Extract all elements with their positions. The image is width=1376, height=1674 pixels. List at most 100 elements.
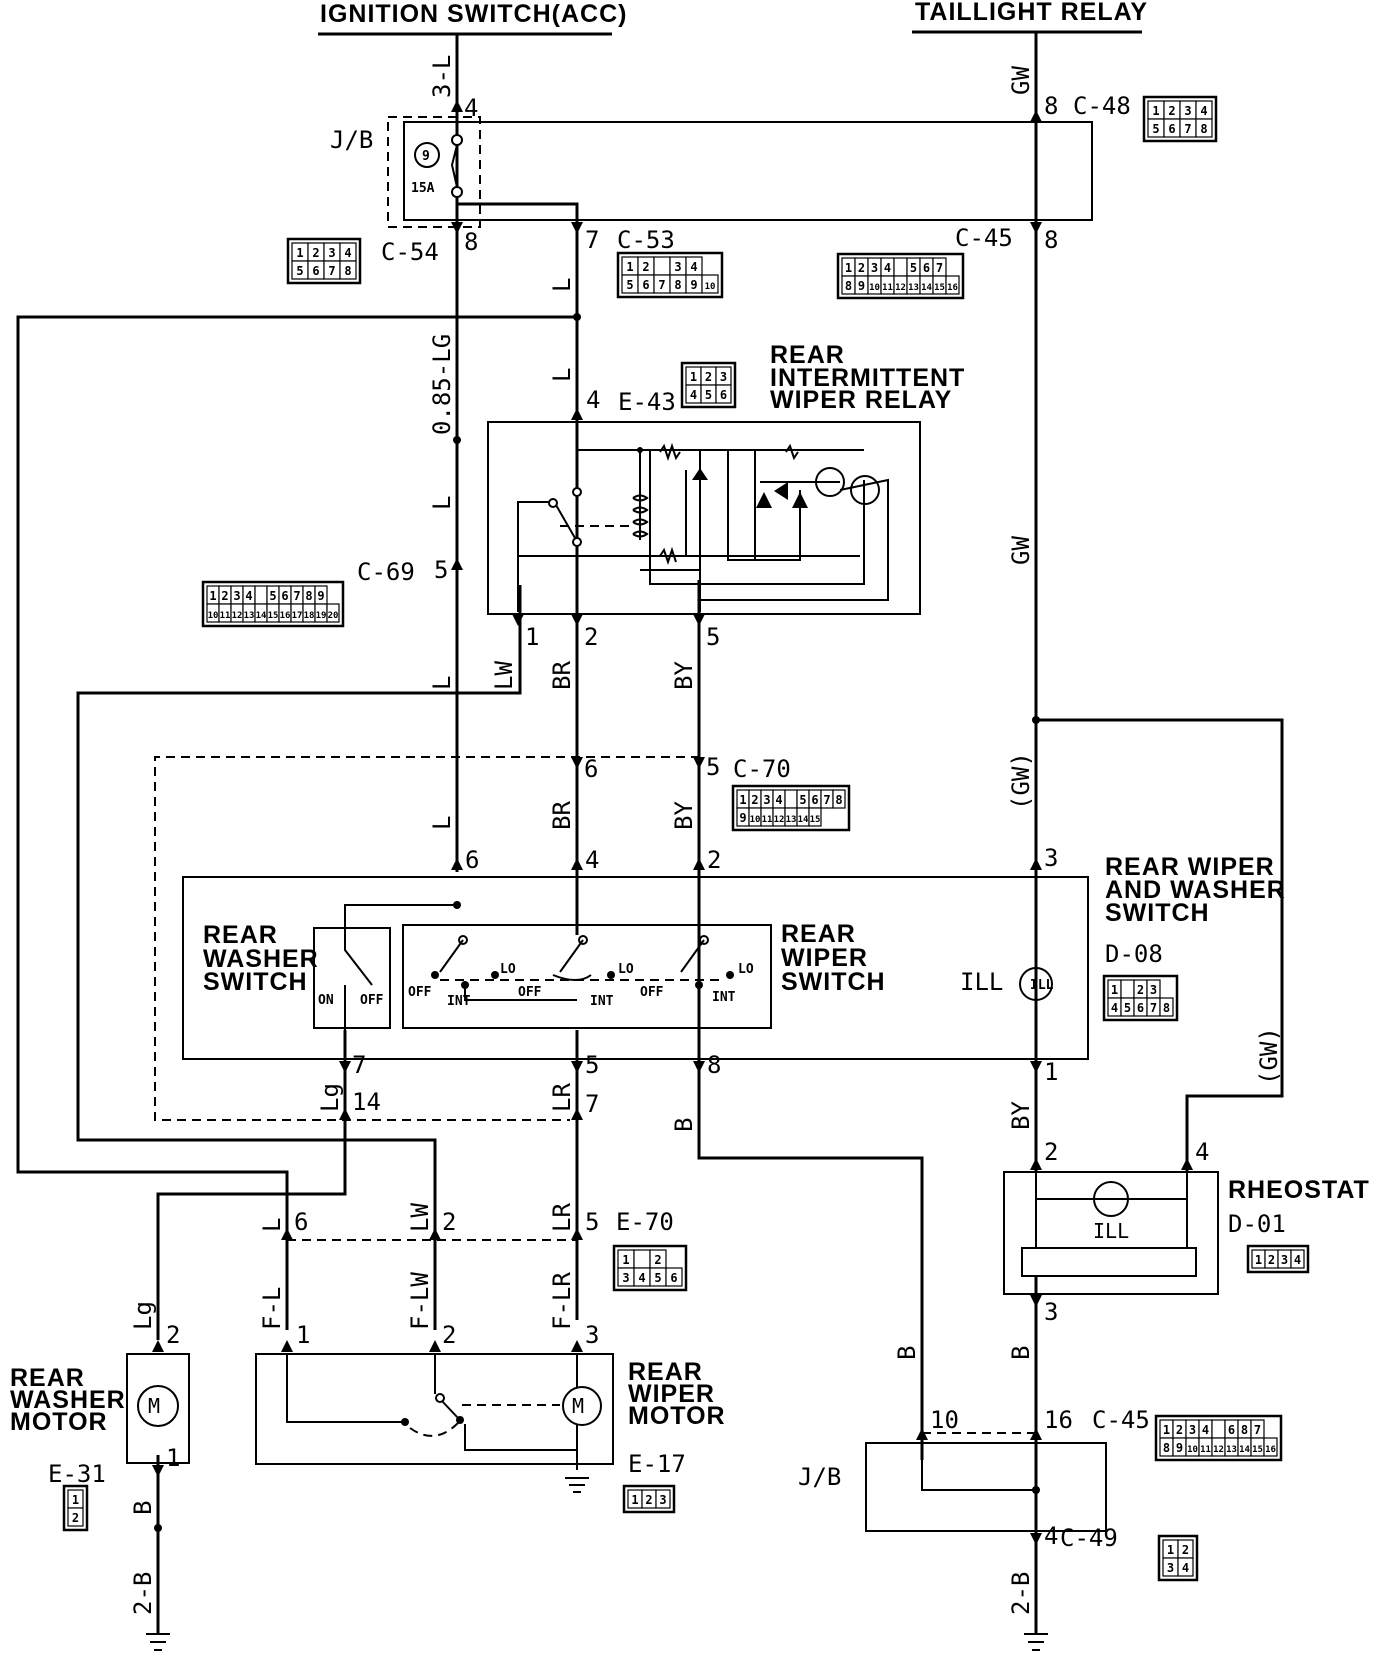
svg-text:MOTOR: MOTOR <box>10 1408 108 1436</box>
fuse-rating: 15A <box>411 181 435 196</box>
connector-e43-pin: 3 <box>720 370 727 384</box>
ill-label: ILL <box>960 968 1003 996</box>
connector-c54-pin: 1 <box>296 246 303 260</box>
connector-c53-pin: 6 <box>642 278 649 292</box>
svg-text:SWITCH: SWITCH <box>781 968 886 996</box>
wire-color-labels: 3-L GW L L 0.85-LG L GW LW BR BY L L BR … <box>129 55 1283 1615</box>
connector-c53-pin: 9 <box>690 278 697 292</box>
svg-text:M: M <box>572 1394 584 1418</box>
connector-c48-pin: 2 <box>1168 104 1175 118</box>
connector-c45-pin: 14 <box>921 283 932 293</box>
connector-c49-pin: 4 <box>1182 1561 1189 1575</box>
connector-e43-pin: 2 <box>705 370 712 384</box>
svg-text:5: 5 <box>706 753 720 781</box>
connector-c69-cell <box>326 603 340 623</box>
connector-c45-pin: 1 <box>845 261 852 275</box>
connector-e17-pin: 1 <box>631 1493 638 1507</box>
connector-c45-pin: 16 <box>947 283 958 293</box>
connector-c69-pin: 7 <box>293 589 300 603</box>
connector-c70-pin: 7 <box>823 793 830 807</box>
svg-text:OFF: OFF <box>640 985 664 1000</box>
svg-text:2: 2 <box>442 1321 456 1349</box>
svg-text:8: 8 <box>1044 226 1058 254</box>
connector-c69-pin: 3 <box>233 589 240 603</box>
svg-text:2: 2 <box>166 1321 180 1349</box>
connector-c53-pin: 4 <box>690 260 697 274</box>
svg-text:5: 5 <box>585 1208 599 1236</box>
wire-lg-motor: Lg <box>129 1301 157 1330</box>
connector-e70-cell <box>633 1249 651 1269</box>
rear-wiper-washer-switch: ON OFF OFF INT LO OFF INT LO OFF <box>182 853 1285 1060</box>
svg-text:7: 7 <box>585 1090 599 1118</box>
connector-c54-pin: 2 <box>312 246 319 260</box>
intermittent-wiper-relay: REAR INTERMITTENT WIPER RELAY <box>487 341 964 615</box>
svg-text:LO: LO <box>738 962 754 977</box>
connector-e70-cell <box>665 1267 683 1287</box>
svg-text:5: 5 <box>706 623 720 651</box>
connector-c69-pin: 15 <box>268 611 279 621</box>
connector-c69-pin: 6 <box>281 589 288 603</box>
connector-c70-pin: 11 <box>762 815 773 825</box>
connector-c53-pin: 1 <box>626 260 633 274</box>
connector-c45-pin: 4 <box>884 261 891 275</box>
wire-flw: F-LW <box>406 1272 434 1330</box>
connector-c70-pin: 10 <box>750 815 761 825</box>
wire-lr-sw: LR <box>548 1083 576 1112</box>
connector-c45b-pin: 4 <box>1202 1423 1209 1437</box>
svg-text:1: 1 <box>525 623 539 651</box>
junction-block-bottom: J/B <box>798 1432 1107 1532</box>
connector-c49-pin: 2 <box>1182 1543 1189 1557</box>
connector-e31: E-31 <box>48 1460 106 1488</box>
connector-c53-pin: 8 <box>674 278 681 292</box>
connector-c45-pin: 3 <box>871 261 878 275</box>
connector-c45-bottom: C-45 <box>1092 1406 1150 1434</box>
connector-c70-pin: 4 <box>775 793 782 807</box>
connector-e43-pin: 1 <box>690 370 697 384</box>
wire-gw-top: GW <box>1007 66 1035 95</box>
rear-wiper-motor: M REAR WIPER MOTOR <box>255 1353 726 1470</box>
connector-c70-cell <box>784 789 798 809</box>
connector-c48-pin: 1 <box>1152 104 1159 118</box>
svg-text:5: 5 <box>585 1051 599 1079</box>
connector-c45-cell <box>893 257 908 277</box>
connector-c48-pin: 6 <box>1168 122 1175 136</box>
connector-c69-pin: 18 <box>304 611 315 621</box>
connector-c70: C-70 <box>733 755 791 783</box>
rheostat: ILL RHEOSTAT <box>1003 1171 1369 1295</box>
connector-c53-cell <box>653 256 671 276</box>
connector-e31-cell <box>67 1507 84 1527</box>
connector-d01-pin: 3 <box>1281 1253 1288 1267</box>
connector-d01-cell <box>1290 1249 1305 1269</box>
wire-l-sw: L <box>428 816 456 830</box>
svg-text:ILL: ILL <box>1030 978 1054 993</box>
svg-text:MOTOR: MOTOR <box>628 1402 726 1430</box>
connector-c45-pin: 6 <box>923 261 930 275</box>
wire-b-rheo: B <box>1007 1346 1035 1360</box>
svg-text:WIPER: WIPER <box>781 944 868 972</box>
svg-text:J/B: J/B <box>798 1463 841 1491</box>
connector-e70-pin: 4 <box>638 1271 645 1285</box>
connector-c53-cell <box>701 274 719 294</box>
svg-text:4: 4 <box>586 386 600 414</box>
wire-085lg: 0.85-LG <box>428 334 456 435</box>
svg-text:16: 16 <box>1044 1406 1073 1434</box>
wire-3l: 3-L <box>428 55 456 98</box>
connector-c69-pin: 13 <box>244 611 255 621</box>
connector-c45b-pin: 9 <box>1176 1441 1183 1455</box>
connector-c48-pin: 8 <box>1200 122 1207 136</box>
wiper-deck-1: OFF INT LO <box>408 935 516 1009</box>
relay-title-3: WIPER RELAY <box>770 386 952 414</box>
wire-l-relay: L <box>548 368 576 382</box>
svg-text:REAR: REAR <box>10 1364 85 1392</box>
connector-c54-pin: 8 <box>344 264 351 278</box>
connector-c70-pin: 8 <box>835 793 842 807</box>
svg-text:7: 7 <box>585 226 599 254</box>
connector-e43-cell <box>715 384 732 404</box>
wire-gw-mid: GW <box>1007 536 1035 565</box>
svg-text:1: 1 <box>296 1321 310 1349</box>
svg-text:2: 2 <box>442 1208 456 1236</box>
connector-d01-pin: 4 <box>1294 1253 1301 1267</box>
connector-c69-pin: 2 <box>221 589 228 603</box>
washer-on: ON <box>318 993 334 1008</box>
